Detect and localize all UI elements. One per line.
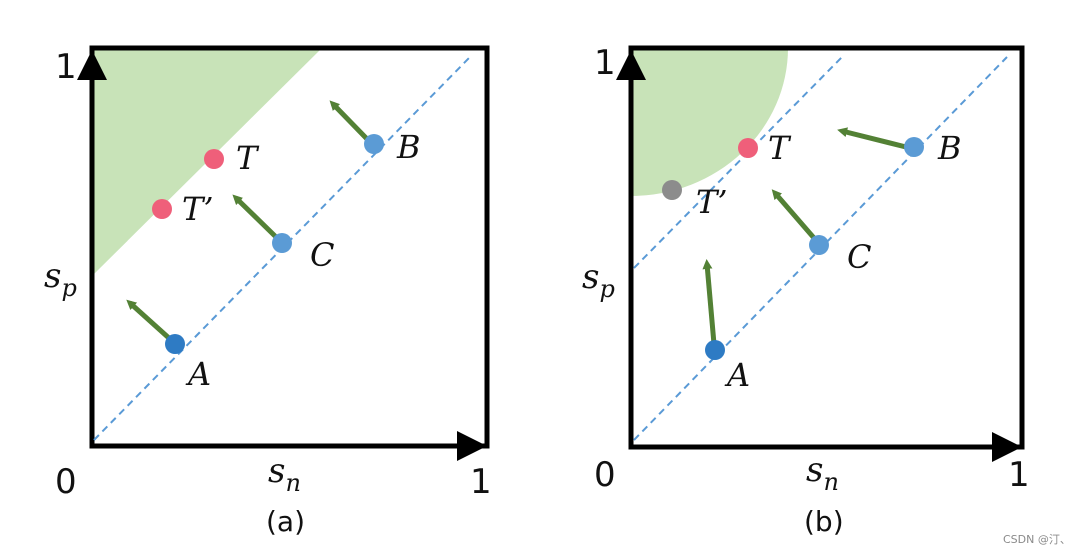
panel-a-arrow-B [329, 100, 370, 142]
panel-b-y-arrowhead [616, 50, 646, 80]
panel-a-point-T-prime [152, 199, 172, 219]
panel-a-label-C: C [310, 236, 334, 274]
panel-a-origin: 0 [55, 462, 77, 502]
panel-b-origin: 0 [594, 455, 616, 495]
panel-a-point-T [204, 149, 224, 169]
panel-b-x-arrowhead [992, 432, 1022, 462]
panel-b-feasible-region [631, 48, 788, 196]
panel-a: T T’ B C A 1 0 1 sn sp (a) [44, 45, 492, 538]
panel-b: T T’ B C A 1 0 1 sn sp (b) [582, 43, 1030, 538]
panel-b-label-B: B [937, 129, 962, 167]
panel-b-y-label: sp [582, 257, 615, 303]
panel-b-label-T-prime: T’ [696, 183, 728, 221]
panel-b-arrow-A [702, 259, 717, 345]
panel-b-x-one: 1 [1008, 455, 1030, 495]
panel-a-arrow-A [126, 299, 172, 341]
panel-a-y-one: 1 [55, 47, 77, 87]
panel-b-label-A: A [724, 356, 750, 394]
panel-b-caption: (b) [804, 505, 844, 538]
panel-b-point-B [904, 137, 924, 157]
panel-a-label-T-prime: T’ [182, 190, 214, 228]
watermark: CSDN @汀、 [1003, 533, 1071, 546]
panel-a-label-A: A [185, 355, 211, 393]
panel-b-point-T-prime [662, 180, 682, 200]
panel-a-x-label: sn [268, 451, 301, 497]
panel-b-point-T [738, 138, 758, 158]
panel-b-label-C: C [847, 238, 871, 276]
panel-a-arrow-C [232, 194, 278, 239]
panel-a-point-B [364, 134, 384, 154]
panel-b-y-one: 1 [594, 43, 616, 83]
panel-b-x-label: sn [806, 450, 839, 496]
panel-a-x-one: 1 [470, 462, 492, 502]
panel-a-caption: (a) [266, 505, 305, 538]
panel-a-point-C [272, 233, 292, 253]
panel-a-x-arrowhead [457, 431, 487, 461]
panel-a-label-T: T [236, 139, 260, 177]
panel-a-label-B: B [396, 128, 421, 166]
panel-b-label-T: T [768, 129, 792, 167]
panel-b-point-A [705, 340, 725, 360]
panel-b-dashed-line-upper [633, 56, 843, 269]
panel-b-arrow-B [837, 127, 911, 151]
panel-b-point-C [809, 235, 829, 255]
panel-a-point-A [165, 334, 185, 354]
panel-b-arrow-C [771, 189, 816, 240]
panel-a-y-arrowhead [77, 50, 107, 80]
panel-a-y-label: sp [44, 256, 77, 302]
